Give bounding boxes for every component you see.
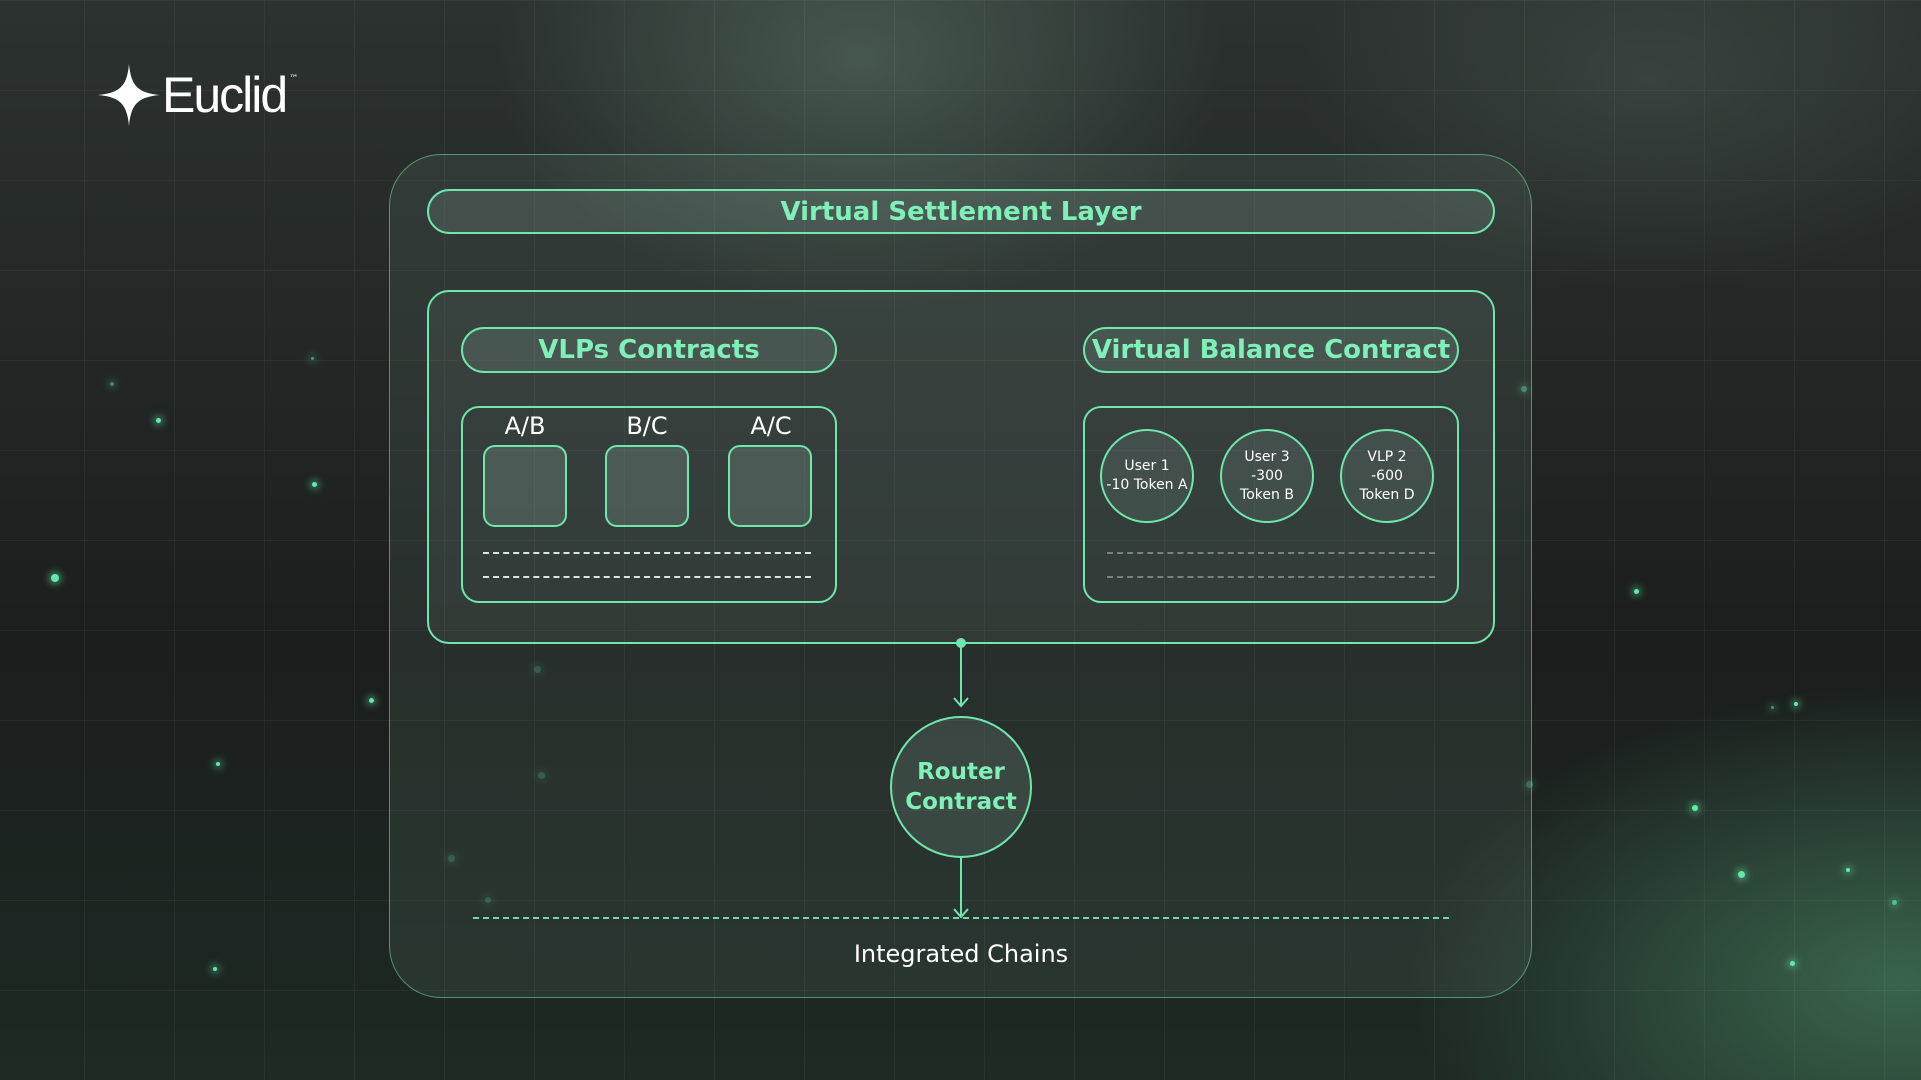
brand-name: Euclid [162,67,288,123]
pair-label: A/C [750,412,792,440]
balance-entry-line: -10 Token A [1106,477,1188,493]
integrated-chains-line [473,917,1449,919]
settlement-layer-title: Virtual Settlement Layer [427,189,1495,234]
vlps-contracts-title: VLPs Contracts [461,327,837,373]
virtual-balances-box [1083,406,1459,603]
router-contract-node: Router Contract [890,716,1032,858]
brand-logo: Euclid ™ [98,60,298,130]
balance-entry-line: -300 [1251,467,1283,484]
balance-entry: User 1 -10 Token A [1100,429,1194,523]
dashed-divider [1107,576,1435,578]
balance-entry-line: Token B [1240,486,1294,503]
router-line: Contract [905,789,1017,815]
dashed-divider [1107,552,1435,554]
trademark-symbol: ™ [289,74,299,84]
balance-entry: User 3 -300 Token B [1220,429,1314,523]
dashed-divider [483,576,811,578]
pair-pool-box [728,445,812,527]
pair-label: B/C [626,412,668,440]
four-point-star-icon [98,64,160,126]
balance-entry-line: User 3 [1244,448,1290,465]
balance-entry-line: Token D [1359,486,1415,503]
vlp-pairs-box [461,406,837,603]
virtual-balance-contract-title: Virtual Balance Contract [1083,327,1459,373]
pair-pool-box [483,445,567,527]
pair-label: A/B [504,412,546,440]
balance-entry-line: -600 [1371,467,1403,484]
integrated-chains-label: Integrated Chains [853,940,1069,968]
balance-entry-line: VLP 2 [1367,448,1407,465]
dashed-divider [483,552,811,554]
pair-pool-box [605,445,689,527]
balance-entry-line: User 1 [1124,458,1170,474]
balance-entry: VLP 2 -600 Token D [1340,429,1434,523]
router-line: Router [917,759,1005,785]
